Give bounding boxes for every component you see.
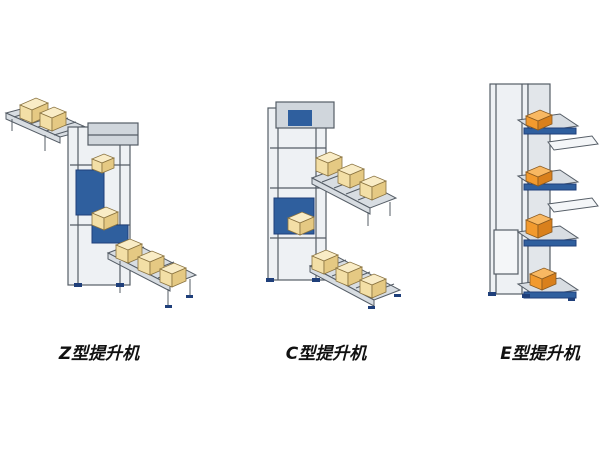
e-elevator-illustration: [482, 80, 600, 316]
e-elevator-caption: E型提升机: [500, 344, 580, 364]
lift-carriage-upper: [75, 169, 105, 216]
z-elevator-illustration: [0, 85, 205, 315]
cargo-boxes-upper: [18, 97, 68, 132]
c-elevator-caption: C型提升机: [285, 344, 367, 364]
c-elevator-illustration: [250, 88, 410, 316]
shelf-rails: [547, 135, 599, 213]
z-elevator-caption: Z型提升机: [58, 344, 140, 364]
lift-carriage-top: [288, 110, 312, 126]
